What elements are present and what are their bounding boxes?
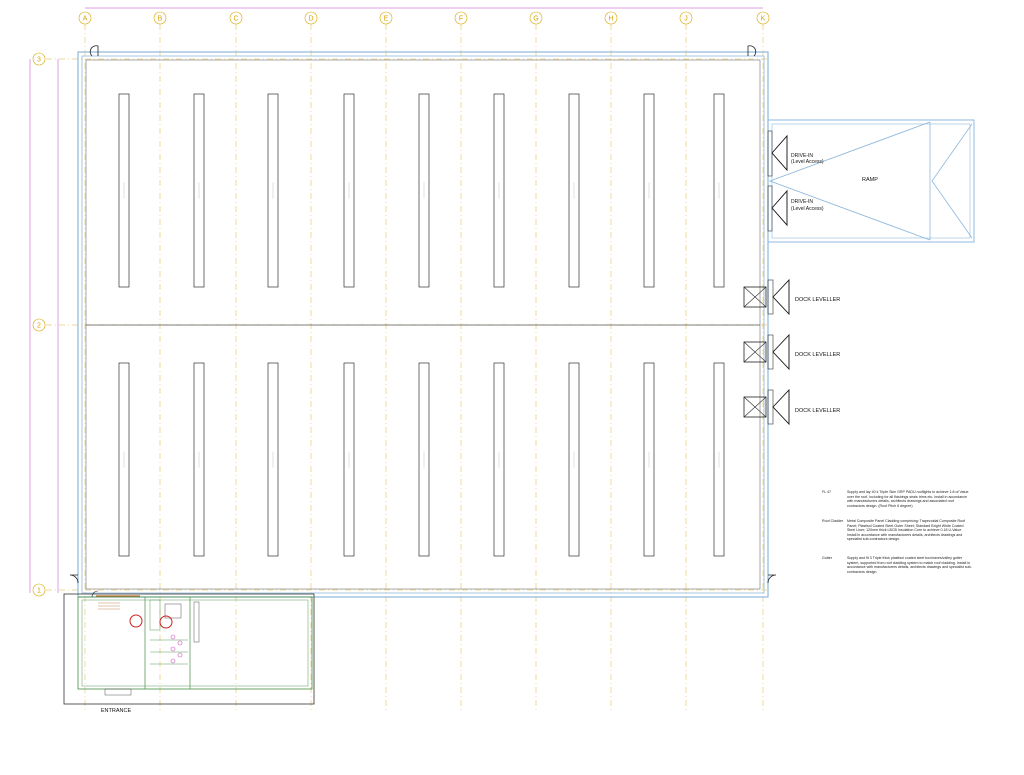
grid-label-2: 2 bbox=[37, 323, 41, 330]
entrance-label: ENTRANCE bbox=[101, 708, 132, 714]
grid-label-F: F bbox=[459, 16, 463, 23]
dock-leveller-3: DOCK LEVELLER bbox=[743, 388, 840, 426]
rooflight-strip bbox=[493, 362, 505, 557]
rooflight-strip bbox=[713, 362, 725, 557]
rooflight-strip bbox=[643, 93, 655, 288]
rooflight-strip bbox=[493, 93, 505, 288]
drive-in-label-2-line2: (Level Access) bbox=[791, 206, 824, 212]
drive-in-door-1: DRIVE-IN (Level Access) bbox=[767, 130, 824, 177]
grid-bubble-E bbox=[379, 11, 393, 25]
drive-in-label-2-line1: DRIVE-IN bbox=[791, 199, 813, 205]
rooflight-strip bbox=[118, 362, 130, 557]
warehouse-walls bbox=[69, 45, 777, 598]
grid-bubble-2 bbox=[32, 318, 46, 332]
grid-label-D: D bbox=[308, 16, 313, 23]
grid-label-C: C bbox=[233, 16, 238, 23]
rooflight-strip bbox=[118, 93, 130, 288]
grid-label-B: B bbox=[158, 16, 163, 23]
dock-leveller-label-1: DOCK LEVELLER bbox=[795, 297, 840, 303]
drive-in-label-1-line2: (Level Access) bbox=[791, 159, 824, 165]
dock-leveller-1: DOCK LEVELLER bbox=[743, 278, 840, 316]
dock-leveller-2: DOCK LEVELLER bbox=[743, 333, 840, 371]
structural-grid: A B C D E F G H J K 3 2 1 bbox=[32, 11, 770, 712]
grid-label-G: G bbox=[533, 16, 538, 23]
grid-bubble-D bbox=[304, 11, 318, 25]
grid-label-H: H bbox=[608, 16, 613, 23]
grid-bubble-C bbox=[229, 11, 243, 25]
grid-bubble-G bbox=[529, 11, 543, 25]
grid-bubble-H bbox=[604, 11, 618, 25]
note-key-2: Roof Cladder bbox=[822, 519, 844, 523]
grid-bubble-3 bbox=[32, 52, 46, 66]
rooflight-strip bbox=[343, 93, 355, 288]
rooflight-strips bbox=[118, 93, 725, 557]
dimension-lines bbox=[29, 7, 763, 593]
rooflight-strip bbox=[343, 362, 355, 557]
rooflight-strip bbox=[418, 93, 430, 288]
grid-bubble-A bbox=[78, 11, 92, 25]
note-text-1: Supply and lay 40 k Triple Skin GRP PADU… bbox=[847, 490, 969, 508]
drive-in-door-2: DRIVE-IN (Level Access) bbox=[767, 185, 824, 232]
rooflight-strip bbox=[643, 362, 655, 557]
rooflight-strip bbox=[193, 93, 205, 288]
grid-bubble-J bbox=[679, 11, 693, 25]
rooflight-strip bbox=[418, 362, 430, 557]
dock-leveller-label-2: DOCK LEVELLER bbox=[795, 352, 840, 358]
grid-label-A: A bbox=[83, 16, 88, 23]
grid-label-K: K bbox=[761, 16, 766, 23]
grid-label-1: 1 bbox=[37, 588, 41, 595]
rooflight-strip bbox=[568, 93, 580, 288]
ramp-label: RAMP bbox=[862, 177, 878, 183]
rooflight-strip bbox=[267, 93, 279, 288]
office-block: ENTRANCE bbox=[63, 590, 315, 714]
rooflight-strip bbox=[193, 362, 205, 557]
grid-bubble-B bbox=[153, 11, 167, 25]
rooflight-strip bbox=[568, 362, 580, 557]
escape-circle-1 bbox=[129, 614, 143, 628]
escape-circle-2 bbox=[159, 615, 173, 629]
drive-in-label-1-line1: DRIVE-IN bbox=[791, 153, 813, 159]
grid-bubble-F bbox=[454, 11, 468, 25]
grid-bubble-1 bbox=[32, 583, 46, 597]
grid-bubble-K bbox=[756, 11, 770, 25]
grid-label-J: J bbox=[684, 16, 688, 23]
grid-label-3: 3 bbox=[37, 57, 41, 64]
ramp: RAMP bbox=[767, 119, 975, 243]
note-key-3: Gutter bbox=[822, 556, 832, 560]
note-key-1: FL 47 bbox=[822, 490, 832, 494]
rooflight-strip bbox=[267, 362, 279, 557]
rooflight-strip bbox=[713, 93, 725, 288]
note-text-3: Supply and fit 3 Triple thick plastisol … bbox=[847, 556, 972, 574]
dock-leveller-label-3: DOCK LEVELLER bbox=[795, 408, 840, 414]
grid-label-E: E bbox=[384, 16, 389, 23]
note-text-2: Metal Composite Panel Cladding comprisin… bbox=[847, 519, 966, 542]
